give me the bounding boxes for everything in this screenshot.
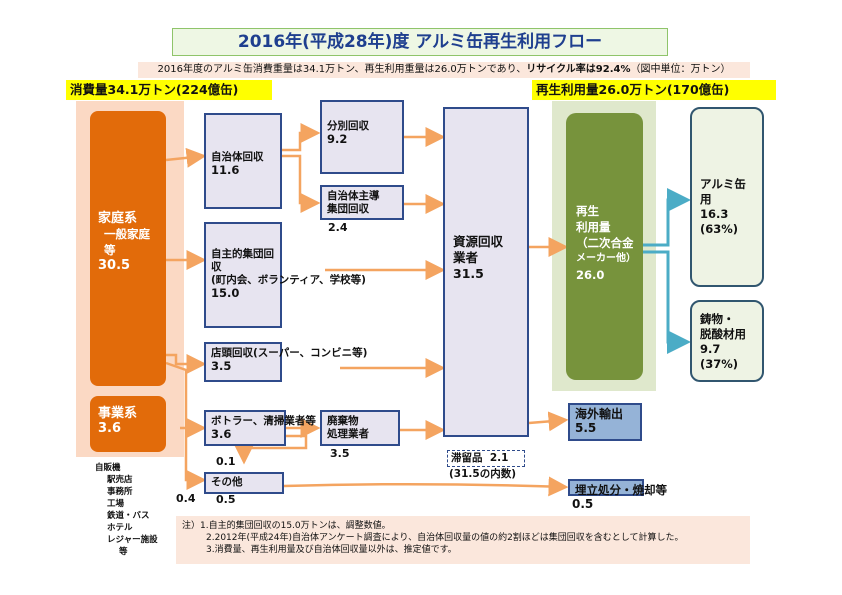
can-use-box: アルミ缶用 16.3 (63%) <box>690 107 764 287</box>
separate-box: 分別回収 9.2 <box>320 100 404 174</box>
store-value: 3.5 <box>211 359 232 373</box>
note-2: 2.2012年(平成24年)自治体アンケート調査により、自治体回収量の値の約2割… <box>206 533 684 543</box>
landfill-box: 埋立処分・焼却等 <box>568 479 667 497</box>
recycled-l2: 利用量 <box>576 220 611 234</box>
business-value: 3.6 <box>98 421 122 436</box>
waste-title1: 廃棄物 <box>327 415 359 427</box>
dealer-title2: 業者 <box>453 250 479 265</box>
flow-value-0-1: 0.1 <box>216 455 236 468</box>
municipal-value: 11.6 <box>211 163 240 177</box>
stock-value: 2.1 <box>489 452 509 464</box>
other-box: その他 <box>204 472 284 494</box>
store-box: 店頭回収(スーパー、コンビニ等) 3.5 <box>204 342 368 382</box>
recycled-box: 再生 利用量 （二次合金 メーカー他） 26.0 <box>566 113 643 380</box>
separate-value: 9.2 <box>327 132 348 146</box>
business-source: 工場 <box>107 499 125 509</box>
other-title: その他 <box>211 476 243 488</box>
business-source: レジャー施設 <box>107 535 158 545</box>
casting-pct: (37%) <box>700 357 739 371</box>
export-title: 海外輸出 <box>575 407 624 421</box>
recycle-label: 再生利用量26.0万トン(170億缶) <box>532 80 776 100</box>
recycled-value: 26.0 <box>576 268 605 282</box>
voluntary-title: 自主的集団回収 <box>211 248 274 273</box>
stock-box: 滞留品 2.1 <box>447 450 525 467</box>
casting-title2: 脱酸材用 <box>700 327 746 341</box>
casting-box: 鋳物・ 脱酸材用 9.7 (37%) <box>690 300 764 382</box>
waste-title2: 処理業者 <box>327 428 369 440</box>
business-source-list: 自販機 駅売店 事務所 工場 鉄道・バス ホテル レジャー施設 等 <box>95 462 158 558</box>
voluntary-box: 自主的集団回収 (町内会、ボランティア、学校等) 15.0 <box>204 222 366 328</box>
stock-title: 滞留品 <box>451 452 483 464</box>
recycled-l3: （二次合金 <box>576 236 634 250</box>
export-value: 5.5 <box>575 421 597 435</box>
page-title: 2016年(平成28年)度 アルミ缶再生利用フロー <box>172 28 668 56</box>
municipal-group-title2: 集団回収 <box>327 203 369 215</box>
other-value: 0.5 <box>216 493 236 506</box>
can-use-pct: (63%) <box>700 222 739 236</box>
notes: 注）1.自主的集団回収の15.0万トンは、調整数値。 2.2012年(平成24年… <box>176 516 750 564</box>
business-source: 駅売店 <box>107 475 133 485</box>
export-box: 海外輸出 5.5 <box>568 403 642 441</box>
household-value: 30.5 <box>98 258 131 273</box>
summary-text: 2016年度のアルミ缶消費重量は34.1万トン、再生利用重量は26.0万トンであ… <box>138 62 750 78</box>
municipal-group-title1: 自治体主導 <box>327 190 380 202</box>
municipal-title: 自治体回収 <box>211 151 264 163</box>
voluntary-sub: (町内会、ボランティア、学校等) <box>211 274 366 286</box>
dealer-title1: 資源回収 <box>453 234 504 249</box>
summary-main: 2016年度のアルミ缶消費重量は34.1万トン、再生利用重量は26.0万トンであ… <box>157 64 527 75</box>
flow-value-0-4: 0.4 <box>176 492 196 505</box>
waste-box: 廃棄物 処理業者 <box>320 410 400 446</box>
separate-title: 分別回収 <box>327 120 369 132</box>
household-sub: 一般家庭等 <box>104 227 150 257</box>
bottler-title: ボトラー、清掃業者等 <box>211 415 316 427</box>
note-3: 3.消費量、再生利用量及び自治体回収量以外は、推定値です。 <box>206 545 457 555</box>
business-source: 自販機 <box>95 463 121 473</box>
dealer-value: 31.5 <box>453 266 484 281</box>
municipal-group-value: 2.4 <box>328 221 348 234</box>
note-1: 注）1.自主的集団回収の15.0万トンは、調整数値。 <box>182 521 391 531</box>
business-source: 鉄道・バス <box>107 511 150 521</box>
landfill-title: 埋立処分・焼却等 <box>575 483 667 497</box>
stock-note: (31.5の内数) <box>449 468 517 480</box>
summary-unit: （図中単位：万トン） <box>630 64 731 75</box>
household-title: 家庭系 <box>98 211 138 226</box>
household-box: 家庭系 一般家庭等 30.5 <box>90 111 166 386</box>
business-source: ホテル <box>107 523 133 533</box>
bottler-box: ボトラー、清掃業者等 3.6 <box>204 410 316 446</box>
can-use-value: 16.3 <box>700 207 729 221</box>
casting-title1: 鋳物・ <box>700 312 735 326</box>
summary-recycle-rate: リサイクル率は92.4% <box>526 64 631 75</box>
can-use-title: アルミ缶用 <box>700 177 746 206</box>
business-source: 事務所 <box>107 487 133 497</box>
dealer-box: 資源回収 業者 31.5 <box>443 107 529 437</box>
waste-value: 3.5 <box>330 447 350 460</box>
business-title: 事業系 <box>98 406 138 421</box>
bottler-value: 3.6 <box>211 427 232 441</box>
landfill-value: 0.5 <box>572 497 594 511</box>
store-title: 店頭回収(スーパー、コンビニ等) <box>211 347 368 359</box>
casting-value: 9.7 <box>700 342 721 356</box>
recycled-l1: 再生 <box>576 204 599 218</box>
business-box: 事業系 3.6 <box>90 396 166 452</box>
business-source: 等 <box>119 547 128 557</box>
municipal-box: 自治体回収 11.6 <box>204 113 282 209</box>
recycled-l4: メーカー他） <box>576 253 636 264</box>
municipal-group-box: 自治体主導 集団回収 <box>320 185 404 220</box>
consumption-label: 消費量34.1万トン(224億缶) <box>66 80 272 100</box>
voluntary-value: 15.0 <box>211 286 240 300</box>
